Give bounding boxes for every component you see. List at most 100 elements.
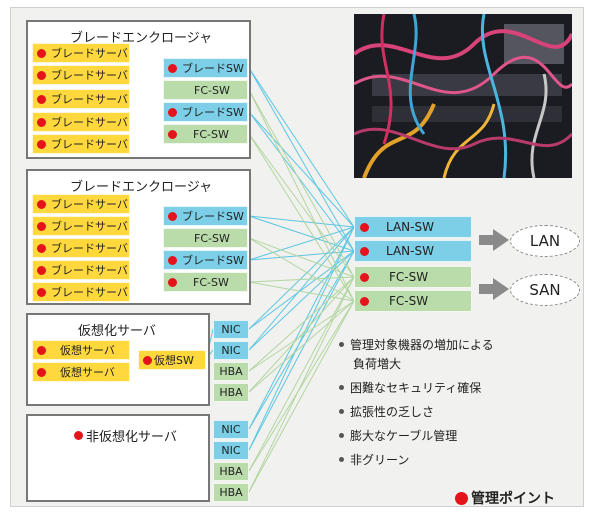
blade-switch: ブレードSW [163, 102, 248, 122]
arrow-right-icon [479, 278, 509, 300]
lan-uplink-cable [248, 250, 355, 351]
management-point-icon [168, 255, 177, 265]
lan-switch-label: LAN-SW [386, 220, 434, 234]
nic-label: NIC [221, 444, 241, 457]
hba-label: HBA [219, 465, 243, 478]
fc-uplink-cable [248, 237, 355, 278]
fc-core-switch-label: FC-SW [389, 270, 429, 284]
lan-uplink-cable [248, 67, 355, 252]
lan-uplink-cable [248, 250, 355, 451]
legend: 管理ポイント [455, 488, 555, 508]
fc-core-switch: FC-SW [354, 266, 472, 288]
blade-enclosure-1-title: ブレードエンクロージャ [70, 31, 213, 46]
blade-server: ブレードサーバ [32, 194, 130, 214]
issue-item: 非グリーン [339, 451, 409, 468]
fc-uplink-cable [248, 276, 355, 472]
blade-server: ブレードサーバ [32, 216, 130, 236]
fc-uplink-cable [248, 133, 355, 302]
hba-label: HBA [219, 365, 243, 378]
lan-uplink-cable [248, 226, 355, 451]
lan-uplink-cable [248, 250, 355, 430]
blade-server-label: ブレードサーバ [51, 69, 128, 82]
nic-label: NIC [221, 344, 241, 357]
bullet-icon [339, 385, 344, 390]
issue-text: 負荷増大 [353, 357, 402, 371]
virtual-switch: 仮想SW [138, 350, 206, 370]
lan-uplink-cable [248, 111, 355, 252]
management-point-icon [37, 117, 46, 127]
blade-switch: ブレードSW [163, 250, 248, 270]
cabling-photo-image [354, 14, 572, 178]
blade-server-label: ブレードサーバ [51, 242, 128, 255]
management-point-icon [168, 211, 177, 221]
hba-card: HBA [213, 483, 249, 502]
blade-server-label: ブレードサーバ [51, 264, 128, 277]
management-point-icon [360, 222, 369, 232]
management-point-icon [37, 287, 46, 297]
fc-uplink-cable [248, 300, 355, 493]
management-point-icon [143, 355, 152, 365]
blade-server-label: ブレードサーバ [51, 220, 128, 233]
blade-switch: ブレードSW [163, 206, 248, 226]
fc-uplink-cable [248, 276, 355, 493]
blade-server-label: ブレードサーバ [51, 286, 128, 299]
management-point-icon [37, 94, 46, 104]
hba-label: HBA [219, 386, 243, 399]
virtualized-server-title: 仮想化サーバ [78, 324, 156, 339]
blade-server-label: ブレードサーバ [51, 138, 128, 151]
fc-switch: FC-SW [163, 228, 248, 248]
blade-server: ブレードサーバ [32, 238, 130, 258]
hba-card: HBA [213, 383, 249, 402]
fc-uplink-cable [248, 300, 355, 393]
fc-uplink-cable [248, 300, 355, 472]
fc-uplink-cable [248, 276, 355, 283]
blade-server: ブレードサーバ [32, 260, 130, 280]
blade-server-label: ブレードサーバ [51, 198, 128, 211]
fc-switch: FC-SW [163, 272, 248, 292]
lan-uplink-cable [248, 67, 355, 228]
bullet-icon [339, 342, 344, 347]
hba-card: HBA [213, 362, 249, 381]
fc-switch-label: FC-SW [194, 83, 230, 97]
virtual-server-label: 仮想サーバ [60, 366, 115, 379]
blade-enclosure-2-title: ブレードエンクロージャ [70, 180, 213, 195]
fc-uplink-cable [248, 89, 355, 302]
blade-switch-label: ブレードSW [182, 254, 244, 267]
issue-item: 膨大なケーブル管理 [339, 427, 457, 444]
management-point-icon [360, 296, 369, 306]
fc-uplink-cable [248, 276, 355, 372]
arrow-right-icon [479, 229, 509, 251]
fc-uplink-cable [248, 89, 355, 278]
management-point-icon [168, 63, 177, 73]
san-cloud: SAN [510, 274, 580, 306]
virtual-switch-label: 仮想SW [154, 354, 194, 367]
san-label: SAN [529, 281, 561, 299]
cabling-photo [354, 14, 572, 178]
issue-text: 管理対象機器の増加による [350, 338, 494, 352]
management-point-icon [37, 265, 46, 275]
blade-server: ブレードサーバ [32, 89, 130, 109]
blade-switch-label: ブレードSW [182, 106, 244, 119]
management-point-icon [168, 107, 177, 117]
fc-switch-label: FC-SW [193, 275, 229, 289]
management-point-icon [360, 272, 369, 282]
lan-uplink-cable [248, 226, 355, 351]
issue-text: 非グリーン [350, 453, 410, 467]
blade-server-label: ブレードサーバ [51, 116, 128, 129]
fc-core-switch-label: FC-SW [389, 294, 429, 308]
issue-item: 困難なセキュリティ確保 [339, 379, 481, 396]
lan-switch-label: LAN-SW [386, 244, 434, 258]
issue-text: 膨大なケーブル管理 [350, 429, 458, 443]
management-point-icon [37, 48, 46, 58]
non-virtualized-server-label: 非仮想化サーバ [86, 430, 177, 445]
blade-server: ブレードサーバ [32, 112, 130, 132]
lan-uplink-cable [248, 226, 355, 261]
virtual-server: 仮想サーバ [32, 362, 130, 382]
lan-uplink-cable [248, 250, 355, 330]
blade-switch-label: ブレードSW [182, 210, 244, 223]
lan-uplink-cable [248, 226, 355, 330]
fc-uplink-cable [248, 237, 355, 302]
nic-card: NIC [213, 420, 249, 439]
lan-uplink-cable [248, 226, 355, 430]
